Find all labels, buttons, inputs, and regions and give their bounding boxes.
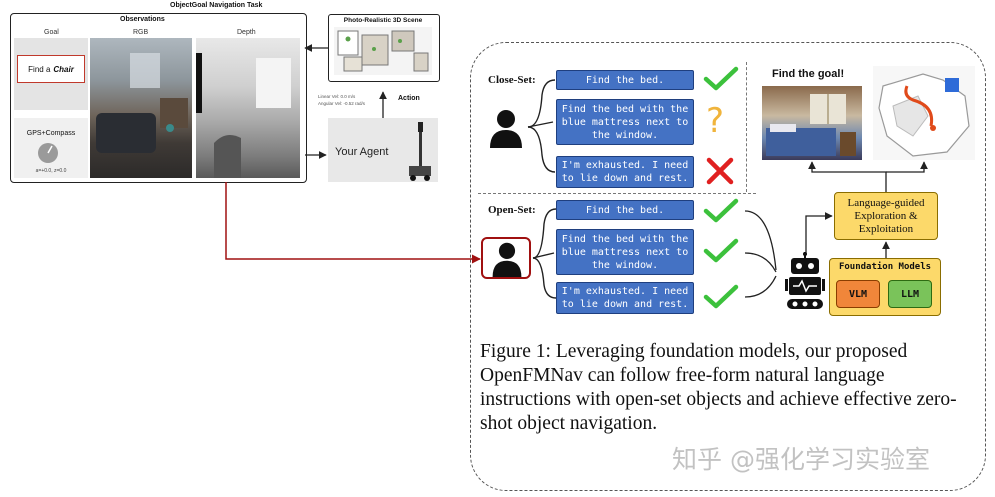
gps-reading: a=+0.0, z=0.0 — [35, 168, 67, 174]
language-guided-box: Language-guided Exploration & Exploitati… — [834, 192, 938, 240]
check-icon — [703, 66, 739, 97]
linear-velocity: Linear Vel: 0.0 m/s — [318, 94, 356, 99]
user-icon-close — [488, 108, 524, 153]
check-icon — [703, 284, 739, 315]
robot-to-language-arrow — [805, 212, 833, 255]
goal-object: Chair — [53, 64, 74, 74]
robot-icon — [783, 252, 827, 317]
vlm-box: VLM — [836, 280, 880, 308]
user-icon-open — [492, 242, 522, 277]
task-title: ObjectGoal Navigation Task — [170, 2, 263, 9]
compass-icon — [38, 143, 58, 163]
branch-close-3 — [527, 126, 556, 173]
open-instruction-1: Find the bed. — [556, 200, 694, 220]
scene-map-image — [334, 27, 432, 75]
user-icon-open-highlight — [481, 237, 531, 279]
red-connector-arrow — [225, 182, 481, 264]
branch-open-2 — [532, 252, 555, 259]
check-icon — [703, 238, 739, 269]
foundation-models-title: Foundation Models — [838, 262, 932, 272]
open-to-robot-2 — [744, 252, 777, 273]
branch-close-1 — [527, 79, 556, 128]
depth-observation-image — [196, 38, 300, 178]
set-divider — [478, 193, 756, 194]
figure-frame — [470, 42, 986, 491]
close-instruction-2: Find the bed with the blue mattress next… — [556, 99, 694, 145]
goal-column-label: Goal — [44, 29, 59, 36]
action-label: Action — [398, 95, 420, 102]
bedroom-photo — [762, 86, 862, 160]
figure-caption: Figure 1: Leveraging foundation models, … — [480, 341, 957, 434]
robot-agent-icon — [404, 122, 434, 187]
open-instruction-2: Find the bed with the blue mattress next… — [556, 229, 694, 275]
close-set-label: Close-Set: — [488, 74, 536, 86]
topdown-map — [873, 66, 975, 160]
agent-label: Your Agent — [335, 146, 389, 158]
gps-compass-label: GPS+Compass — [26, 130, 76, 137]
language-to-photo-arrow — [808, 161, 887, 192]
cross-icon — [705, 156, 735, 191]
open-set-label: Open-Set: — [488, 204, 536, 216]
goal-instruction-box: Find a Chair — [17, 55, 85, 83]
close-instruction-1: Find the bed. — [556, 70, 694, 90]
branch-open-1 — [532, 208, 557, 259]
depth-column-label: Depth — [237, 29, 256, 36]
close-instruction-3: I'm exhausted. I need to lie down and re… — [556, 156, 694, 188]
find-goal-title: Find the goal! — [772, 68, 845, 80]
goal-prefix: Find a — [28, 64, 51, 74]
open-to-robot-1 — [744, 210, 777, 271]
llm-box: LLM — [888, 280, 932, 308]
branch-close-2 — [527, 121, 554, 128]
language-to-map-arrow — [886, 161, 928, 173]
watermark: 知乎 @强化学习实验室 — [672, 445, 930, 474]
angular-velocity: Angular Vel: -0.52 rad/s — [318, 101, 366, 106]
observations-title: Observations — [120, 16, 165, 23]
branch-open-3 — [532, 257, 557, 299]
question-mark-icon: ? — [706, 101, 725, 141]
open-instruction-3: I'm exhausted. I need to lie down and re… — [556, 282, 694, 314]
check-icon — [703, 198, 739, 229]
rgb-column-label: RGB — [133, 29, 149, 36]
scene-title: Photo-Realistic 3D Scene — [343, 17, 423, 24]
vertical-divider — [746, 62, 747, 192]
rgb-observation-image — [90, 38, 192, 178]
open-to-robot-3 — [744, 275, 777, 298]
